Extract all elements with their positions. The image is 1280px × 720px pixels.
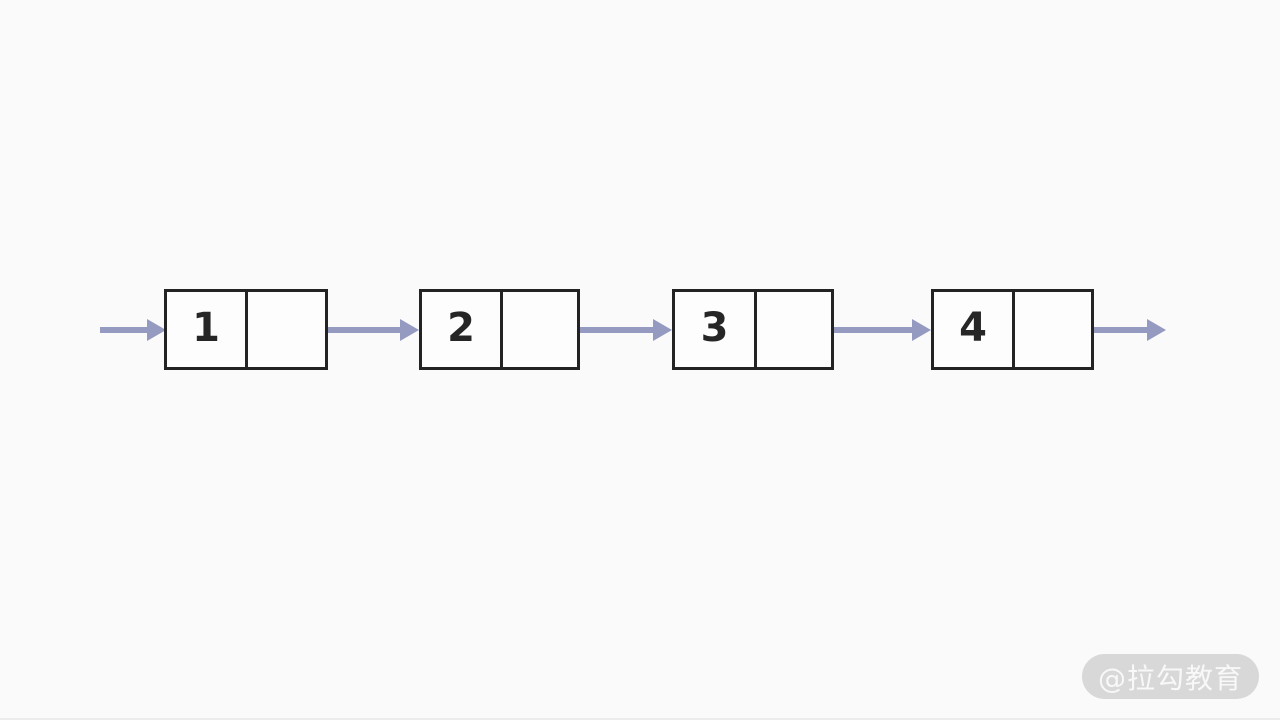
node-value: 3 bbox=[700, 304, 729, 351]
arrow-shaft bbox=[328, 327, 403, 333]
arrow-shaft bbox=[100, 327, 150, 333]
arrow-shaft bbox=[580, 327, 656, 333]
arrow-shaft bbox=[834, 327, 915, 333]
arrowhead-icon bbox=[400, 319, 419, 341]
arrowhead-icon bbox=[912, 319, 931, 341]
arrow-shaft bbox=[1094, 327, 1150, 333]
node-value-cell: 4 bbox=[934, 292, 1015, 367]
watermark-text: @拉勾教育 bbox=[1097, 661, 1243, 695]
arrowhead-icon bbox=[653, 319, 672, 341]
node-pointer-cell bbox=[1015, 292, 1091, 367]
node-pointer-cell bbox=[248, 292, 325, 367]
node-pointer-cell bbox=[503, 292, 577, 367]
list-node-1: 1 bbox=[164, 289, 328, 370]
node-value-cell: 1 bbox=[167, 292, 248, 367]
arrowhead-icon bbox=[147, 319, 166, 341]
node-value: 2 bbox=[447, 304, 475, 351]
head-entry-arrow bbox=[100, 318, 166, 342]
list-node-4: 4 bbox=[931, 289, 1094, 370]
next-pointer-arrow-1 bbox=[328, 318, 419, 342]
node-pointer-cell bbox=[757, 292, 831, 367]
node-value-cell: 3 bbox=[675, 292, 757, 367]
tail-exit-arrow bbox=[1094, 318, 1166, 342]
node-value-cell: 2 bbox=[422, 292, 503, 367]
watermark-badge: @拉勾教育 bbox=[1082, 654, 1259, 699]
next-pointer-arrow-2 bbox=[580, 318, 672, 342]
list-node-2: 2 bbox=[419, 289, 580, 370]
arrowhead-icon bbox=[1147, 319, 1166, 341]
list-node-3: 3 bbox=[672, 289, 834, 370]
node-value: 1 bbox=[192, 304, 220, 351]
node-value: 4 bbox=[959, 304, 987, 351]
next-pointer-arrow-3 bbox=[834, 318, 931, 342]
